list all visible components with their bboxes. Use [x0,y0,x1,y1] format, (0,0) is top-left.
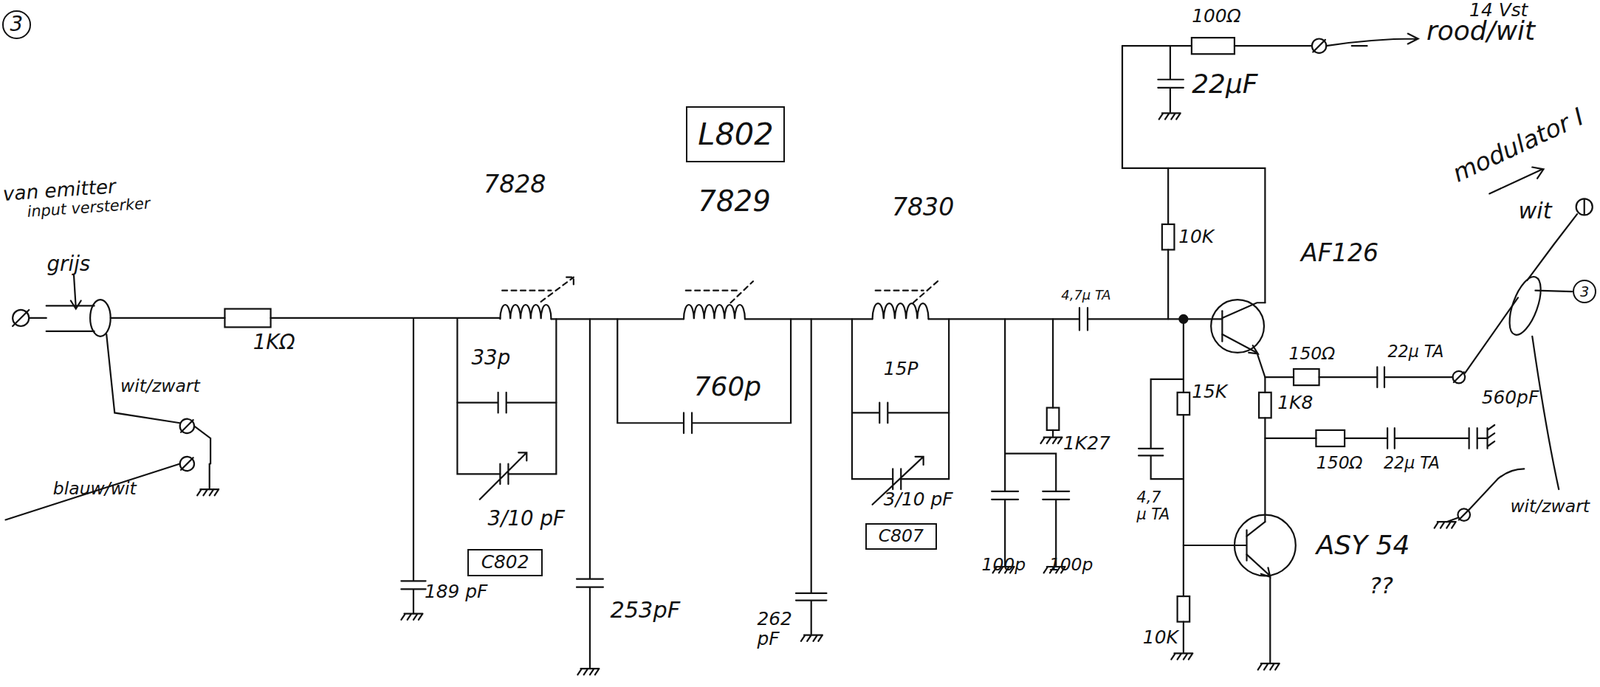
component-label: 560pF [1481,387,1540,408]
component-label: ASY 54 [1316,530,1410,561]
component-label: wit/zwart [120,377,201,397]
component-label: grijs [47,253,91,276]
component-label: 150Ω [1288,344,1335,365]
component-label: wit [1518,198,1552,223]
part-box: C802 [467,549,543,577]
component-label: 1KΩ [253,331,296,354]
component-label: 15P [883,358,919,379]
component-label: modulator I [1448,103,1589,188]
component-label: 100p [1049,555,1094,576]
circled-number: 3 [1572,279,1597,304]
component-label: 3/10 pF [488,507,565,531]
component-label: 7828 [483,171,546,198]
component-label: 760p [694,372,762,402]
part-name: 3 [1580,285,1589,300]
component-label: 10K [1142,627,1179,648]
part-name: C807 [878,527,924,546]
component-label: 33p [471,347,511,370]
component-label: 22µ TA [1383,454,1440,472]
component-label: 150Ω [1316,454,1363,474]
component-label: 100p [981,555,1026,576]
part-box: C807 [865,523,937,551]
component-label: 262 pF [756,609,798,650]
part-name: C802 [481,553,530,573]
part-name: L802 [697,119,774,150]
component-label: 7829 [697,186,771,218]
component-label: 22µ TA [1388,342,1445,361]
component-label: 100Ω [1191,5,1241,26]
circled-number: 3 [2,10,32,40]
part-box: L802 [685,106,785,163]
component-label: ?? [1369,573,1394,599]
component-label: 1K27 [1063,433,1111,454]
component-label: 3/10 pF [883,489,954,510]
component-label: 4,7µ TA [1061,287,1111,303]
component-label: 189 pF [424,581,488,602]
component-label: 22µF [1191,69,1258,99]
component-label: 7830 [891,194,954,221]
component-label: wit/zwart [1509,497,1561,517]
component-label: 15K [1191,381,1228,402]
component-label: rood/wit [1426,16,1536,46]
component-label: blauw/wit [53,479,137,500]
component-label: 1K8 [1277,392,1313,413]
part-name: 3 [10,14,24,35]
component-label: AF126 [1300,239,1379,267]
component-label: 253pF [609,598,681,623]
component-label: 4,7 µ TA [1137,489,1174,524]
component-label: 10K [1178,226,1214,247]
